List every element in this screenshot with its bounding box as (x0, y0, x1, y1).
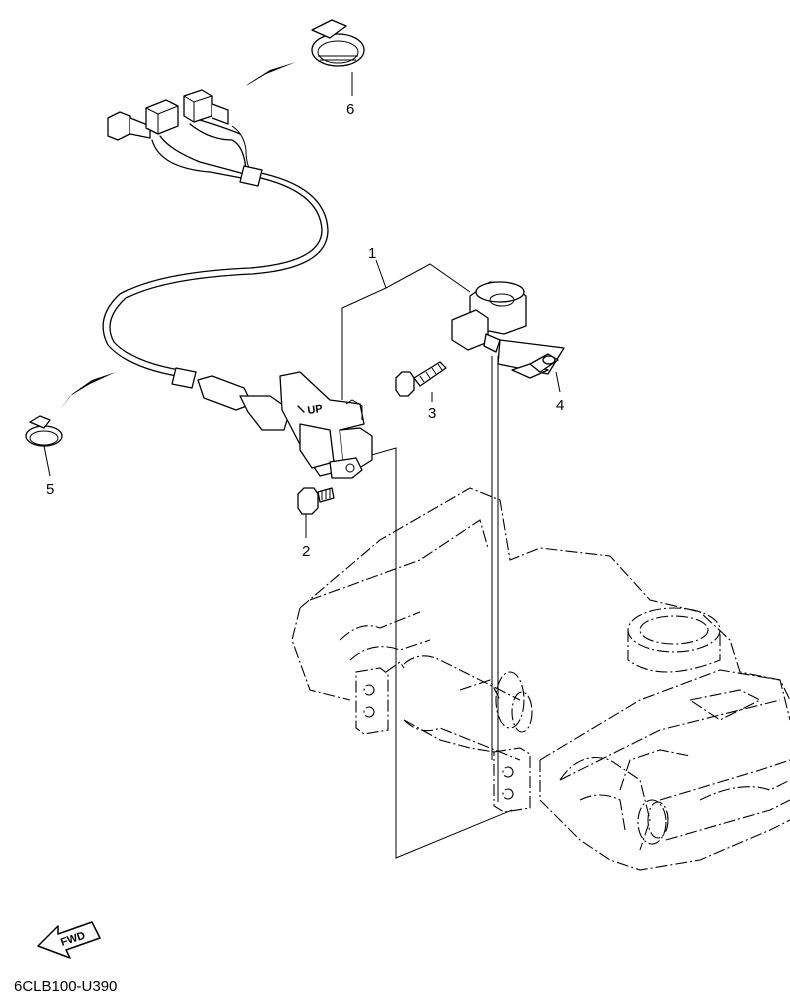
bolt-part-3 (395, 361, 447, 397)
callout-labels: 1 2 3 4 5 6 (46, 101, 564, 560)
hose-clamp-part-6 (311, 19, 365, 67)
fwd-arrow-icon: FWD (37, 921, 101, 959)
bolt-part-2 (297, 487, 335, 515)
engine-bracket-outline (291, 487, 790, 871)
callout-6: 6 (346, 101, 354, 118)
callout-3: 3 (428, 405, 436, 422)
diagram-code: 6CLB100-U390 (14, 978, 117, 995)
callout-4: 4 (556, 397, 564, 414)
callout-1: 1 (368, 245, 376, 262)
pin-part-4 (511, 353, 559, 379)
callout-leaders (43, 72, 561, 538)
hose-clamp-part-5 (25, 415, 63, 447)
callout-2: 2 (302, 543, 310, 560)
sensor-lever-assembly (451, 281, 565, 375)
sensor-up-marking: UP (307, 403, 324, 417)
callout-5: 5 (46, 481, 54, 498)
trim-sensor: UP (197, 371, 373, 479)
alignment-lines (353, 356, 513, 859)
wire-harness (102, 89, 329, 389)
